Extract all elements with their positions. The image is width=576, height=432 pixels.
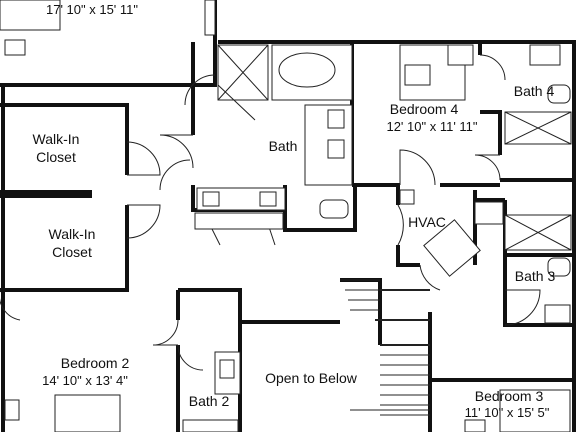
- bath-4-label: Bath 4: [514, 83, 555, 99]
- bath-2-label: Bath 2: [189, 393, 230, 409]
- hvac-label: HVAC: [408, 214, 446, 230]
- open-to-below-label: Open to Below: [265, 370, 358, 386]
- top-left-room-dims: 17' 10" x 15' 11": [46, 2, 138, 17]
- bath-label: Bath: [269, 138, 298, 154]
- bedroom-3-dims: 11' 10" x 15' 5": [465, 405, 550, 420]
- walkin-closet-2-label-line1: Walk-In: [49, 226, 96, 242]
- bedroom-2-dims: 14' 10" x 13' 4": [42, 373, 128, 388]
- bedroom-4-dims: 12' 10" x 11' 11": [386, 119, 477, 134]
- bedroom-3-label: Bedroom 3: [475, 388, 544, 404]
- walkin-closet-1-label-line2: Closet: [36, 149, 76, 165]
- bedroom-2-label: Bedroom 2: [61, 355, 130, 371]
- bath-3-label: Bath 3: [515, 268, 556, 284]
- walkin-closet-1-label-line1: Walk-In: [33, 131, 80, 147]
- walkin-closet-2-label-line2: Closet: [52, 244, 92, 260]
- bedroom-4-label: Bedroom 4: [390, 101, 459, 117]
